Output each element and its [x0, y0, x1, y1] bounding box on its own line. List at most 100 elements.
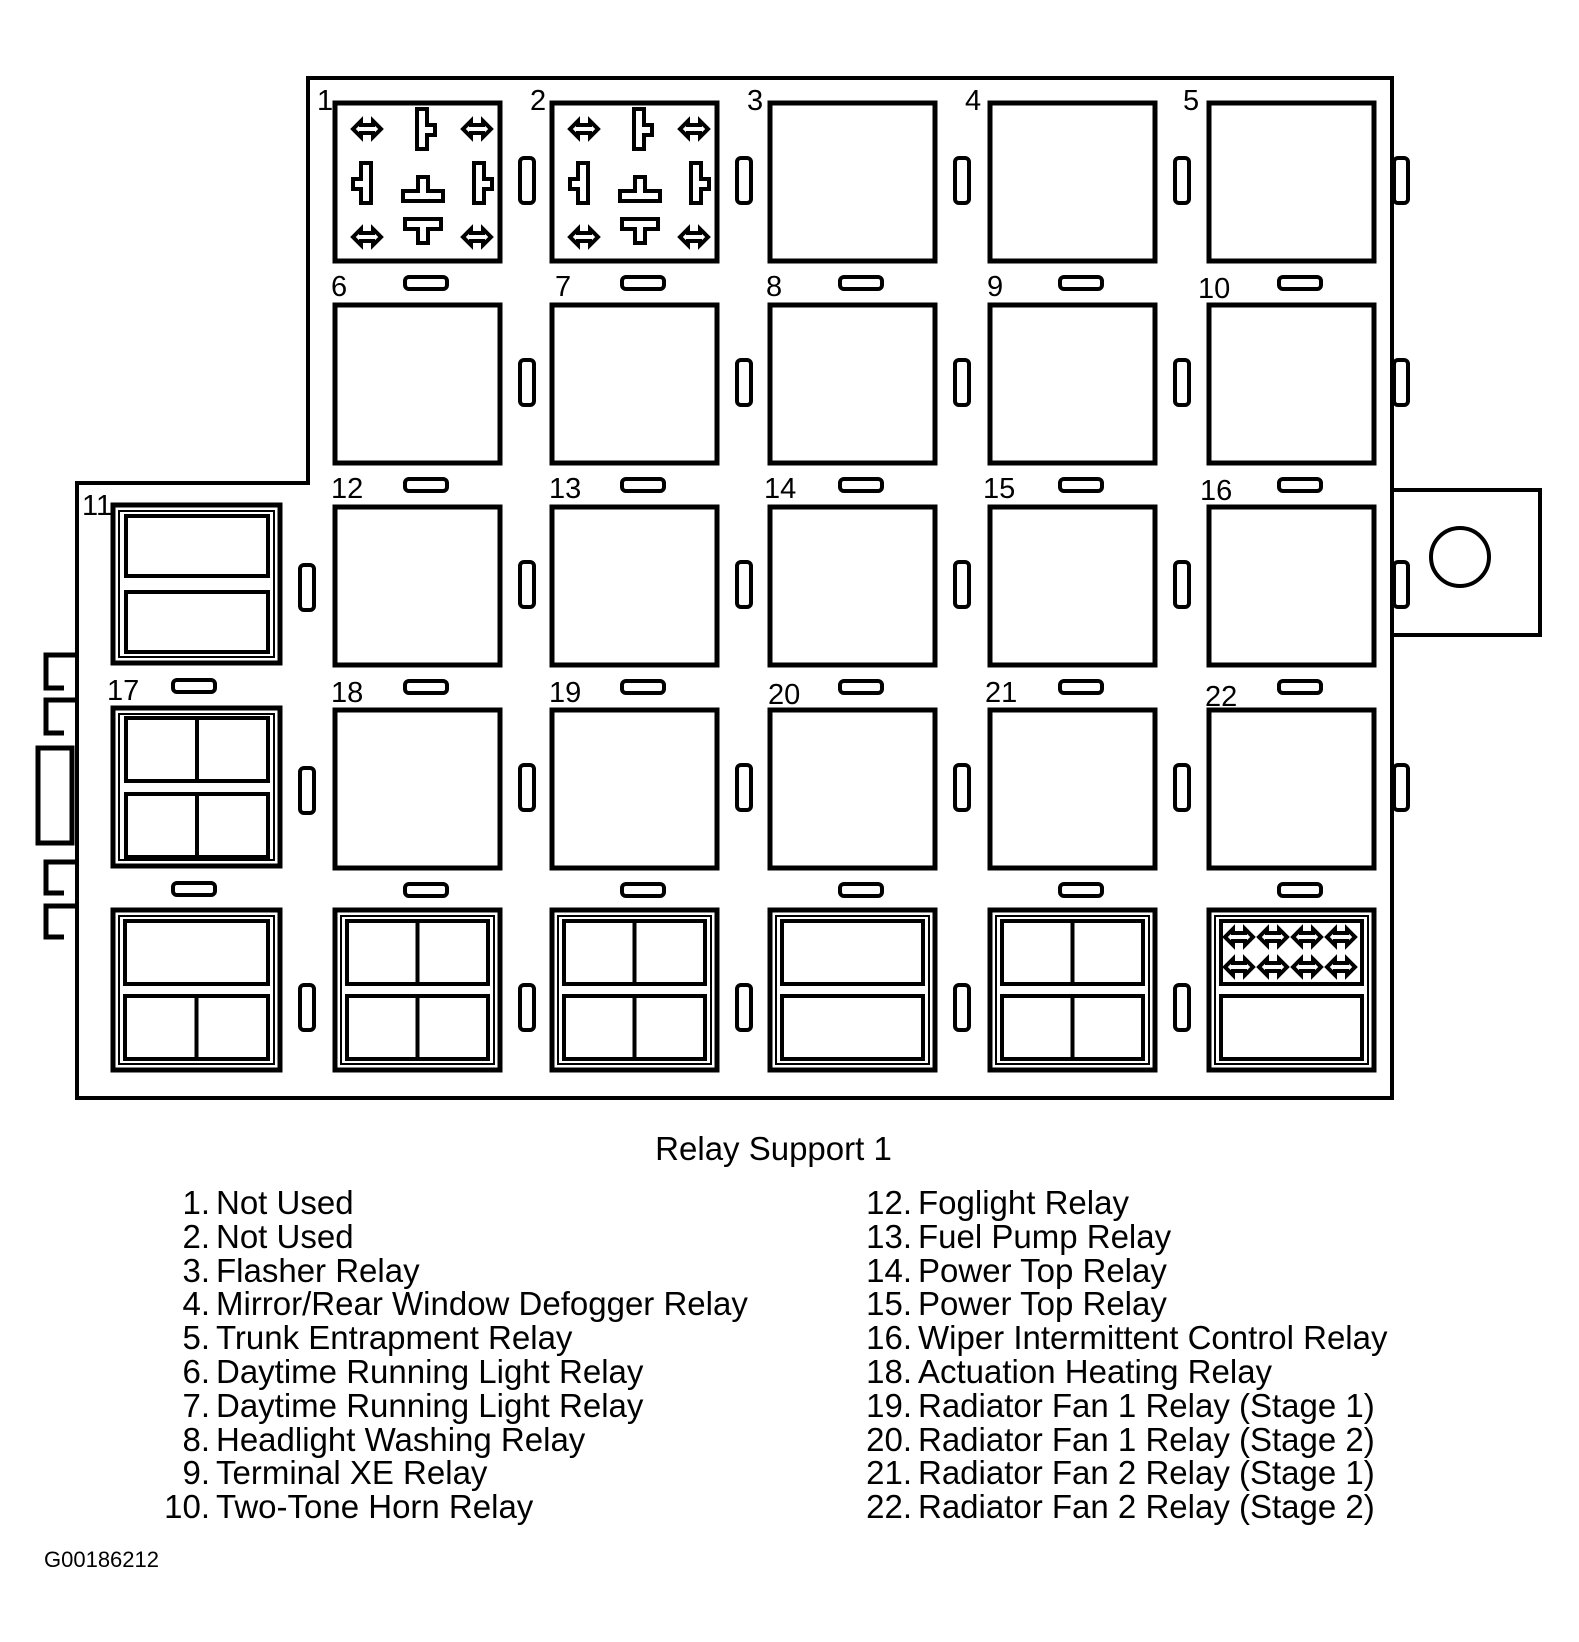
vertical-slot: [1392, 560, 1410, 609]
vertical-slot: [1392, 156, 1410, 205]
legend-item-label: Headlight Washing Relay: [216, 1420, 586, 1458]
vertical-slot: [518, 358, 536, 407]
socket-outline: [987, 907, 1158, 1073]
legend-item-label: Power Top Relay: [918, 1285, 1167, 1323]
vertical-slot: [953, 763, 971, 812]
slot-label-15: 15: [983, 473, 1015, 505]
legend-item-number: 4.: [182, 1285, 210, 1323]
relay-socket: [332, 302, 503, 466]
legend-item: 20.Radiator Fan 1 Relay (Stage 2): [855, 1420, 1388, 1458]
socket-outline: [110, 705, 283, 869]
socket-inner-rim: [340, 915, 495, 1065]
socket-outline: [767, 100, 938, 264]
socket-outline: [549, 302, 720, 466]
legend-item-label: Flasher Relay: [216, 1251, 420, 1289]
socket-outline: [332, 100, 503, 264]
terminal-pin: [632, 107, 654, 151]
legend-item-label: Daytime Running Light Relay: [216, 1352, 644, 1390]
slot-label-5: 5: [1183, 85, 1199, 117]
horizontal-slot: [620, 275, 666, 291]
legend-item-number: 14.: [866, 1251, 912, 1289]
socket-cavity: [124, 590, 270, 654]
terminal-pin: [620, 217, 660, 245]
socket-outline: [987, 302, 1158, 466]
relay-socket: [549, 100, 720, 264]
terminal-pin: [567, 224, 601, 250]
legend-item-label: Mirror/Rear Window Defogger Relay: [216, 1285, 748, 1323]
relay-socket: [332, 100, 503, 264]
vertical-slot: [735, 358, 753, 407]
socket-outline: [110, 907, 283, 1073]
socket-outline: [549, 707, 720, 871]
socket-inner-rim: [995, 915, 1150, 1065]
legend-item: 9.Terminal XE Relay: [153, 1456, 748, 1490]
legend-item-number: 21.: [866, 1454, 912, 1492]
socket-outline: [549, 907, 720, 1073]
legend-item-label: Foglight Relay: [918, 1184, 1129, 1221]
bottom-connector: [110, 907, 283, 1073]
socket-cavity: [123, 919, 270, 986]
legend-item: 5.Trunk Entrapment Relay: [153, 1321, 748, 1355]
horizontal-slot: [403, 477, 449, 493]
socket-outline: [332, 504, 503, 668]
vertical-slot: [735, 763, 753, 812]
slot-label-4: 4: [965, 85, 981, 117]
vertical-slot: [1173, 358, 1191, 407]
terminal-pattern: [567, 107, 711, 250]
socket-outline: [987, 504, 1158, 668]
legend-item: 22.Radiator Fan 2 Relay (Stage 2): [855, 1490, 1388, 1524]
socket-outline: [332, 907, 503, 1073]
legend-item-label: Fuel Pump Relay: [918, 1217, 1172, 1255]
slot-label-21: 21: [985, 677, 1017, 709]
horizontal-slot: [171, 881, 217, 897]
terminal-pin: [401, 175, 445, 203]
socket-inner-rim: [118, 510, 275, 658]
relay-socket: [767, 504, 938, 668]
legend-item: 6.Daytime Running Light Relay: [153, 1355, 748, 1389]
socket-cavity: [1219, 919, 1364, 986]
legend-item-label: Not Used: [216, 1184, 354, 1221]
socket-outline: [767, 504, 938, 668]
slot-label-19: 19: [549, 677, 581, 709]
bottom-connector: [549, 907, 720, 1073]
legend-item-number: 9.: [182, 1454, 210, 1492]
horizontal-slot: [1277, 275, 1323, 291]
vertical-slot: [518, 560, 536, 609]
relay-socket: [1206, 100, 1377, 264]
socket-outline: [332, 707, 503, 871]
terminal-pin: [618, 175, 662, 203]
horizontal-slot: [1058, 882, 1104, 898]
relay-socket: [987, 302, 1158, 466]
socket-inner-rim: [1214, 915, 1369, 1065]
legend-item-label: Terminal XE Relay: [216, 1454, 488, 1492]
socket-outline: [1206, 707, 1377, 871]
legend-item-label: Power Top Relay: [918, 1251, 1167, 1289]
legend-item: 13.Fuel Pump Relay: [855, 1217, 1388, 1255]
horizontal-slot: [403, 275, 449, 291]
terminal-pin: [677, 116, 711, 142]
relay-support-diagram: 1 2 3 4 5 6 7 8 9 10 11 12 13 14 15 16 1…: [35, 76, 1542, 1100]
vertical-slot: [1392, 358, 1410, 407]
socket-inner-rim: [118, 713, 275, 861]
legend-item: 1.Not Used: [153, 1186, 748, 1220]
socket-outline: [987, 707, 1158, 871]
slot-label-12: 12: [331, 473, 363, 505]
slot-label-2: 2: [530, 85, 546, 117]
legend-item: 7.Daytime Running Light Relay: [153, 1388, 748, 1423]
socket-outline: [1206, 907, 1377, 1073]
legend-item-label: Radiator Fan 1 Relay (Stage 2): [918, 1420, 1375, 1458]
legend-item: 21.Radiator Fan 2 Relay (Stage 1): [855, 1456, 1388, 1490]
vertical-slot: [298, 766, 316, 815]
legend-item-number: 13.: [866, 1217, 912, 1255]
vertical-slot: [953, 156, 971, 205]
diagram-caption: Relay Support 1: [655, 1130, 892, 1167]
legend-item-number: 5.: [182, 1319, 210, 1357]
legend-item: 8.Headlight Washing Relay: [153, 1420, 748, 1458]
legend-item-number: 10.: [164, 1488, 210, 1526]
socket-inner-rim: [557, 915, 712, 1065]
socket-outline: [1206, 302, 1377, 466]
slot-label-3: 3: [747, 85, 763, 117]
vertical-slot: [1392, 763, 1410, 812]
slot-label-10: 10: [1198, 273, 1230, 305]
